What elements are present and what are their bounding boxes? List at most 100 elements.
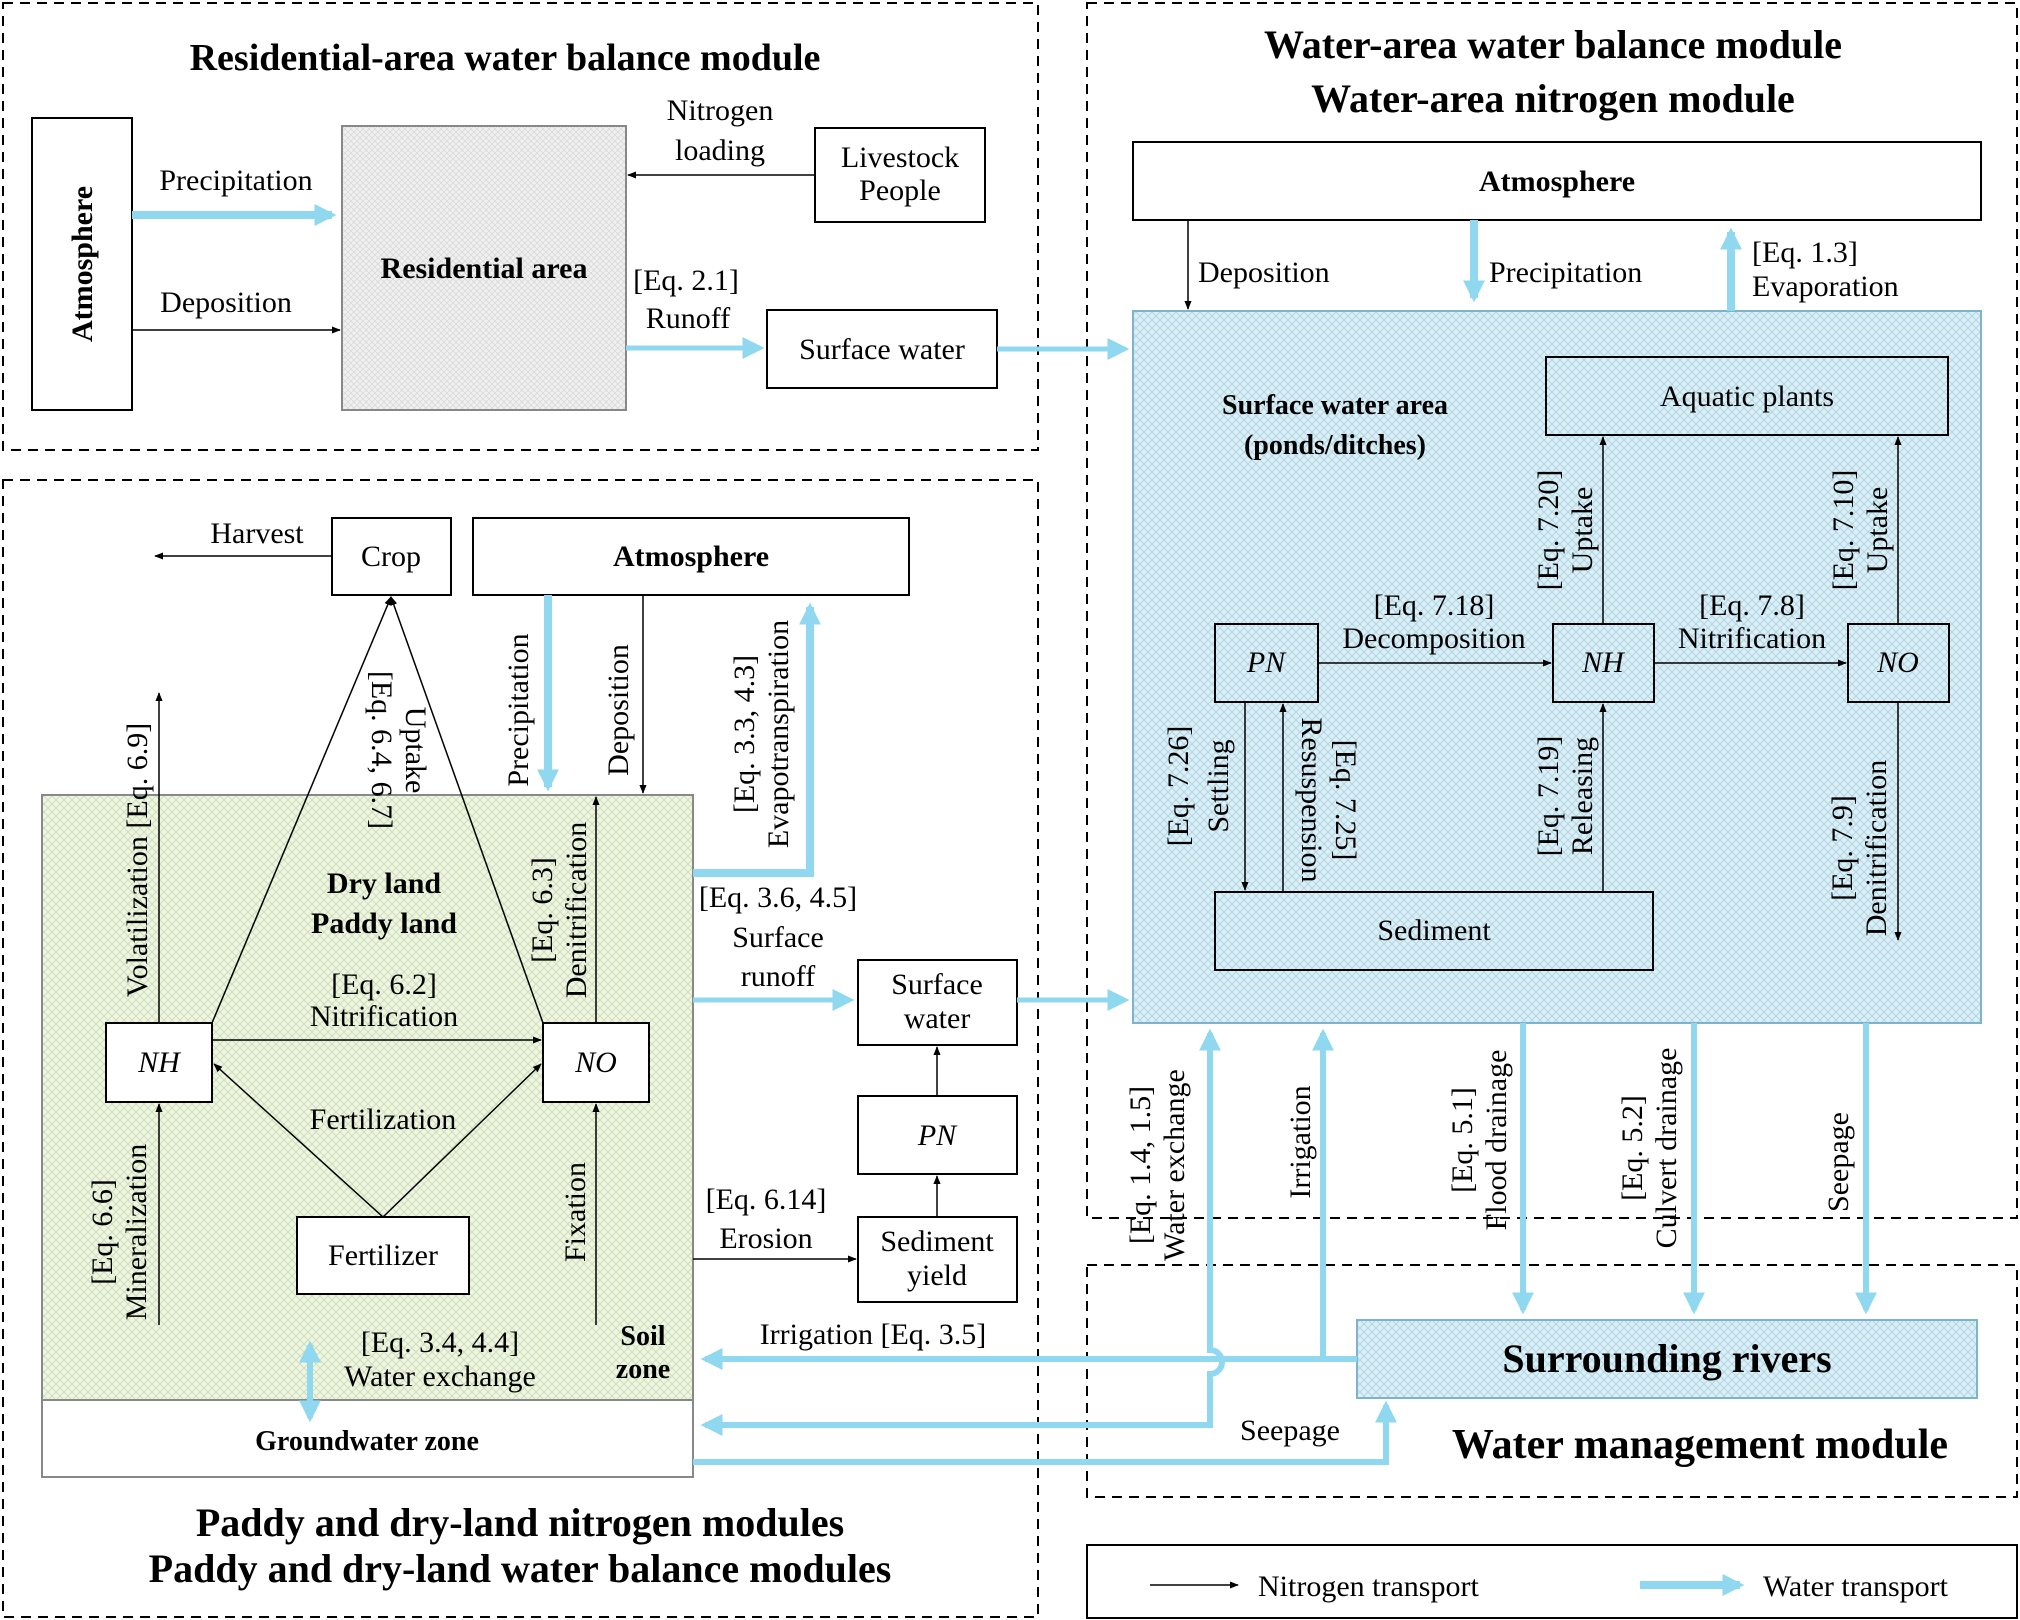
- sediment-yield-label-2: yield: [907, 1259, 967, 1292]
- residential-atmosphere-box: [31, 117, 133, 411]
- residential-module-frame: [2, 2, 1039, 451]
- zone-label: zone: [616, 1354, 670, 1385]
- water-area-module-frame: [1086, 2, 2018, 1219]
- uptake-from-nh-arrow: [211, 596, 392, 1024]
- evaporation-eq-label: [Eq. 1.3]: [1752, 236, 1858, 269]
- sediment-yield-label-1: Sediment: [880, 1225, 994, 1258]
- surface-runoff-label-1: Surface: [732, 921, 824, 954]
- harvest-label: Harvest: [210, 517, 304, 550]
- land-atmosphere-label: Atmosphere: [613, 540, 769, 573]
- water-nh-label: NH: [1581, 646, 1626, 679]
- surface-water-area-label-2: (ponds/ditches): [1244, 430, 1426, 461]
- water-denitrification-eq-label: [Eq. 7.9]: [1826, 795, 1859, 901]
- land-denitrification-eq-label: [Eq. 6.3]: [526, 857, 559, 963]
- fixation-label: Fixation: [559, 1162, 592, 1262]
- aquatic-plants-label: Aquatic plants: [1660, 380, 1834, 413]
- groundwater-seepage-arrow: [693, 1400, 1397, 1465]
- releasing-label: Releasing: [1566, 737, 1599, 855]
- water-nitrification-eq-label: [Eq. 7.8]: [1699, 589, 1805, 622]
- groundwater-zone-label: Groundwater zone: [255, 1426, 479, 1457]
- water-area-module: Water-area water balance module Water-ar…: [1132, 22, 1982, 1024]
- nitrogen-loading-label-1: Nitrogen: [667, 94, 774, 127]
- crop-label: Crop: [361, 540, 421, 573]
- runoff-eq-label: [Eq. 2.1]: [633, 264, 739, 297]
- paddy-land-label: Paddy land: [311, 907, 457, 940]
- land-pn-label: PN: [917, 1119, 958, 1152]
- surface-water-area-label-1: Surface water area: [1222, 390, 1448, 421]
- water-area-title-2: Water-area nitrogen module: [1311, 76, 1795, 121]
- groundwater-zone-box: [41, 1399, 694, 1478]
- releasing-eq-label: [Eq. 7.19]: [1532, 736, 1565, 857]
- land-denitrification-label: Denitrification: [560, 822, 593, 999]
- erosion-eq-label: [Eq. 6.14]: [706, 1183, 827, 1216]
- residential-module: Residential-area water balance module At…: [31, 37, 1130, 411]
- surrounding-rivers-box: [1356, 1319, 1978, 1399]
- land-atmosphere-box: [472, 517, 910, 596]
- water-nitrification-label: Nitrification: [1678, 622, 1826, 655]
- land-deposition-label: Deposition: [602, 644, 635, 776]
- surface-runoff-eq-label: [Eq. 3.6, 4.5]: [699, 881, 857, 914]
- residential-deposition-label: Deposition: [160, 286, 292, 319]
- water-pn-label: PN: [1246, 646, 1287, 679]
- water-area-atmosphere-box: [1132, 141, 1982, 221]
- land-surface-water-label-1: Surface: [891, 968, 983, 1001]
- legend: Nitrogen transport Water transport: [1086, 1544, 2018, 1619]
- uptake-nh-eq-label: [Eq. 7.20]: [1532, 470, 1565, 591]
- runoff-label: Runoff: [646, 302, 730, 335]
- resuspension-eq-label: [Eq. 7.25]: [1329, 740, 1362, 861]
- residential-area-label: Residential area: [381, 252, 588, 285]
- erosion-label: Erosion: [719, 1222, 812, 1255]
- water-no-label: NO: [1876, 646, 1919, 679]
- uptake-no-eq-label: [Eq. 7.10]: [1827, 470, 1860, 591]
- soil-label: Soil: [620, 1321, 665, 1352]
- decomposition-label: Decomposition: [1342, 622, 1525, 655]
- residential-surface-water-label: Surface water: [799, 333, 965, 366]
- livestock-label: Livestock: [841, 141, 959, 174]
- land-uptake-eq-label: [Eq. 6.4, 6.7]: [365, 671, 398, 829]
- land-precipitation-label: Precipitation: [502, 633, 535, 786]
- evapotranspiration-eq-label: [Eq. 3.3, 4.3]: [728, 655, 761, 813]
- land-module-title-2: Paddy and dry-land water balance modules: [149, 1546, 892, 1591]
- water-no-box: [1847, 623, 1950, 703]
- land-no-label: NO: [574, 1046, 617, 1079]
- mineralization-eq-label: [Eq. 6.6]: [86, 1179, 119, 1285]
- water-area-atmosphere-label: Atmosphere: [1479, 165, 1635, 198]
- water-exchange-label: Water exchange: [1158, 1069, 1191, 1261]
- water-area-title-1: Water-area water balance module: [1264, 22, 1842, 67]
- land-water-exchange-eq-label: [Eq. 3.4, 4.4]: [361, 1326, 519, 1359]
- water-area-seepage-label: Seepage: [1822, 1112, 1855, 1212]
- residential-atmosphere-label: Atmosphere: [66, 186, 99, 342]
- culvert-drainage-label: Culvert drainage: [1650, 1048, 1683, 1249]
- land-irrigation-label: Irrigation [Eq. 3.5]: [760, 1318, 987, 1351]
- uptake-no-label: Uptake: [1861, 487, 1894, 574]
- legend-box: [1086, 1544, 2018, 1619]
- land-nh-label: NH: [137, 1046, 182, 1079]
- land-nitrification-label: Nitrification: [310, 1000, 458, 1033]
- land-uptake-label: Uptake: [399, 707, 432, 794]
- land-no-box: [542, 1022, 650, 1103]
- volatilization-label: Volatilization [Eq. 6.9]: [121, 723, 154, 997]
- evaporation-label: Evaporation: [1752, 270, 1899, 303]
- sediment-label: Sediment: [1377, 914, 1491, 947]
- flood-drainage-label: Flood drainage: [1480, 1050, 1513, 1231]
- land-nh-box: [105, 1022, 213, 1103]
- sediment-box: [1214, 891, 1654, 971]
- fertilization-label: Fertilization: [310, 1103, 457, 1136]
- residential-surface-water-box: [766, 309, 998, 389]
- settling-label: Settling: [1202, 739, 1235, 832]
- mineralization-label: Mineralization: [120, 1144, 153, 1321]
- dry-land-label: Dry land: [327, 867, 442, 900]
- livestock-people-box: [814, 127, 986, 223]
- culvert-drainage-eq-label: [Eq. 5.2]: [1616, 1095, 1649, 1201]
- land-nitrification-eq-label: [Eq. 6.2]: [331, 968, 437, 1001]
- surrounding-rivers-label: Surrounding rivers: [1502, 1336, 1831, 1381]
- decomposition-eq-label: [Eq. 7.18]: [1374, 589, 1495, 622]
- residential-area-box: [341, 125, 627, 411]
- fertilizer-box: [296, 1216, 470, 1295]
- fertilization-to-no-arrow: [382, 1063, 542, 1218]
- evapotranspiration-arrow: [693, 602, 821, 877]
- fertilizer-label: Fertilizer: [328, 1239, 438, 1272]
- residential-precipitation-label: Precipitation: [159, 164, 312, 197]
- resuspension-label: Resuspension: [1295, 718, 1328, 883]
